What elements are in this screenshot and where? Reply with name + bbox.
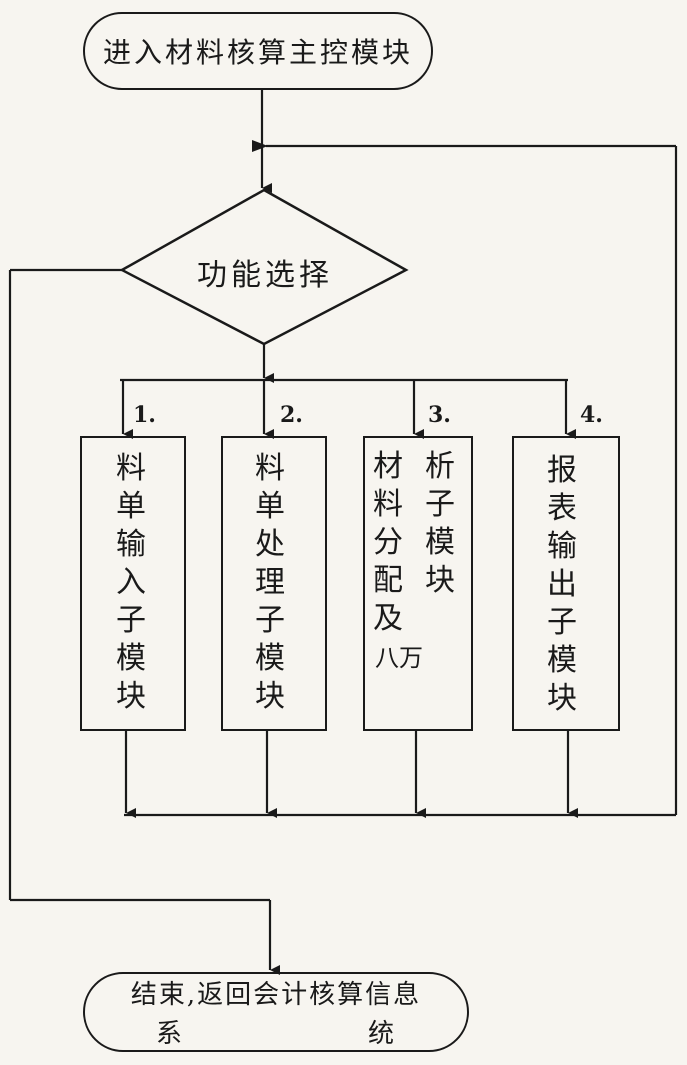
module-number-4: 4. xyxy=(580,402,603,428)
vertical-char: 报 xyxy=(547,453,577,488)
module-label-3-col2: 析子模块 xyxy=(425,448,455,600)
module-label-3-note: 八万 xyxy=(375,644,423,672)
module-number-1: 1. xyxy=(133,402,156,428)
vertical-char: 块 xyxy=(116,679,146,714)
end-line-2b: 统 xyxy=(367,1019,396,1049)
vertical-char: 块 xyxy=(255,679,285,714)
vertical-char: 处 xyxy=(255,527,285,562)
module-box-3: 材料分配及 析子模块 八万 xyxy=(363,436,473,731)
module-box-4: 报表输出子模块 xyxy=(512,436,620,731)
module-box-2: 料单处理子模块 xyxy=(221,436,327,731)
vertical-char: 理 xyxy=(255,565,285,600)
module-number-2: 2. xyxy=(280,402,303,428)
module-label-1: 料单输入子模块 xyxy=(116,450,146,716)
module-label-3-col1: 材料分配及 xyxy=(373,448,403,638)
vertical-char: 子 xyxy=(547,605,577,640)
vertical-char: 配 xyxy=(373,563,403,598)
end-node: 结束,返回会计核算信息 系 统 xyxy=(83,972,469,1052)
module-label-2: 料单处理子模块 xyxy=(255,450,285,716)
module-label-4: 报表输出子模块 xyxy=(547,452,577,718)
vertical-char: 单 xyxy=(255,489,285,524)
vertical-char: 入 xyxy=(116,565,146,600)
vertical-char: 模 xyxy=(116,641,146,676)
vertical-char: 表 xyxy=(547,491,577,526)
end-line-2a: 系 xyxy=(156,1019,185,1049)
vertical-char: 模 xyxy=(547,643,577,678)
end-line-1: 结束,返回会计核算信息 xyxy=(130,980,422,1010)
vertical-char: 出 xyxy=(547,567,577,602)
vertical-char: 块 xyxy=(547,681,577,716)
vertical-char: 材 xyxy=(373,449,403,484)
vertical-char: 料 xyxy=(255,451,285,486)
vertical-char: 块 xyxy=(425,563,455,598)
vertical-char: 析 xyxy=(425,449,455,484)
module-box-1: 料单输入子模块 xyxy=(80,436,186,731)
vertical-char: 单 xyxy=(116,489,146,524)
decision-label: 功能选择 xyxy=(197,258,333,293)
module-number-3: 3. xyxy=(428,402,451,428)
vertical-char: 子 xyxy=(255,603,285,638)
vertical-char: 料 xyxy=(373,487,403,522)
start-node: 进入材料核算主控模块 xyxy=(83,12,433,90)
vertical-char: 模 xyxy=(425,525,455,560)
vertical-char: 子 xyxy=(425,487,455,522)
vertical-char: 输 xyxy=(116,527,146,562)
vertical-char: 分 xyxy=(373,525,403,560)
vertical-char: 输 xyxy=(547,529,577,564)
vertical-char: 子 xyxy=(116,603,146,638)
vertical-char: 及 xyxy=(373,601,403,636)
vertical-char: 模 xyxy=(255,641,285,676)
vertical-char: 料 xyxy=(116,451,146,486)
